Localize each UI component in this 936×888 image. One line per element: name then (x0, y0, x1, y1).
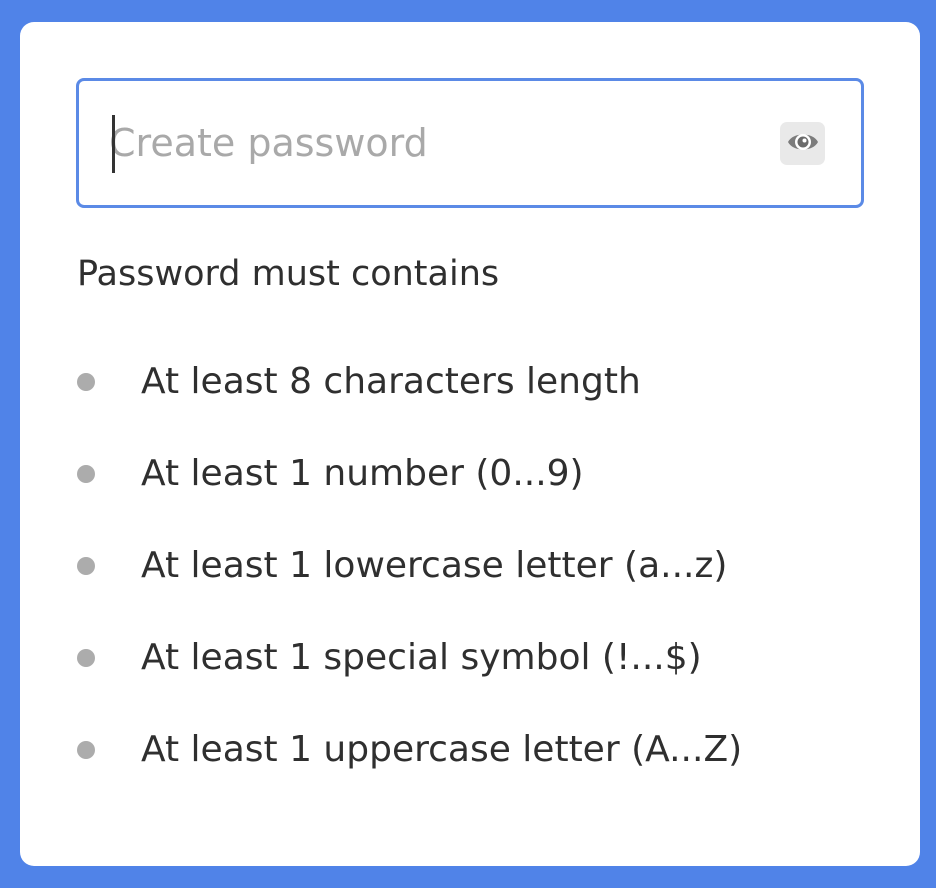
requirement-item: At least 8 characters length (77, 356, 837, 448)
requirement-item: At least 1 uppercase letter (A...Z) (77, 724, 837, 816)
password-input[interactable] (109, 81, 769, 205)
eye-icon (786, 128, 820, 160)
requirement-item: At least 1 lowercase letter (a...z) (77, 540, 837, 632)
password-card: Password must contains At least 8 charac… (20, 22, 920, 866)
requirement-status-dot (77, 373, 95, 391)
password-field[interactable] (76, 78, 864, 208)
requirement-item: At least 1 number (0...9) (77, 448, 837, 540)
requirement-status-dot (77, 741, 95, 759)
requirement-label: At least 1 lowercase letter (a...z) (141, 545, 728, 586)
requirements-list: At least 8 characters length At least 1 … (77, 356, 837, 816)
requirements-heading: Password must contains (77, 254, 500, 294)
password-visibility-toggle[interactable] (780, 122, 825, 165)
text-caret (112, 115, 115, 173)
requirement-status-dot (77, 465, 95, 483)
requirement-item: At least 1 special symbol (!...$) (77, 632, 837, 724)
requirement-label: At least 1 special symbol (!...$) (141, 637, 702, 678)
requirement-status-dot (77, 649, 95, 667)
requirement-status-dot (77, 557, 95, 575)
requirement-label: At least 1 uppercase letter (A...Z) (141, 729, 743, 770)
requirement-label: At least 1 number (0...9) (141, 453, 584, 494)
requirement-label: At least 8 characters length (141, 361, 641, 402)
